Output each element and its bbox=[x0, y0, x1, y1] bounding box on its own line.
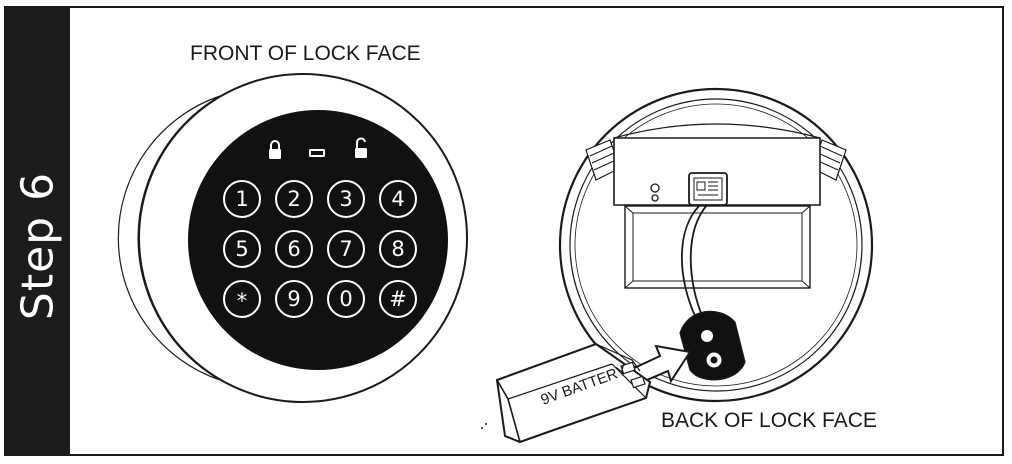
keypad-key[interactable]: 1 bbox=[223, 180, 261, 218]
diagram-frame bbox=[4, 6, 1004, 456]
keypad-key[interactable]: 9 bbox=[275, 280, 313, 318]
keypad-key[interactable]: * bbox=[223, 280, 261, 318]
keypad-key[interactable]: 6 bbox=[275, 230, 313, 268]
keypad-key-label: 1 bbox=[235, 187, 248, 211]
connector-chip bbox=[688, 172, 728, 206]
keypad-key-label: 7 bbox=[339, 237, 352, 261]
step-sidebar bbox=[6, 8, 70, 454]
keypad-key[interactable]: 8 bbox=[379, 230, 417, 268]
screw-hole bbox=[650, 183, 660, 193]
back-lock-face: 9V BATTERY bbox=[495, 87, 874, 444]
keypad-key-label: # bbox=[389, 287, 407, 311]
locked-padlock-icon bbox=[269, 140, 281, 159]
keypad-key-label: 8 bbox=[391, 237, 404, 261]
keypad-key-label: 4 bbox=[391, 187, 404, 211]
keypad: 1 2 3 4 5 6 7 8 * 9 0 # bbox=[223, 180, 417, 318]
keypad-key[interactable]: 5 bbox=[223, 230, 261, 268]
keypad-key-label: 6 bbox=[287, 237, 300, 261]
unlocked-padlock-icon bbox=[355, 137, 367, 158]
keypad-key-label: 2 bbox=[287, 187, 300, 211]
battery-indicator-icon bbox=[309, 149, 325, 157]
back-caption: BACK OF LOCK FACE bbox=[661, 409, 877, 432]
keypad-key[interactable]: # bbox=[379, 280, 417, 318]
9v-battery: 9V BATTERY bbox=[495, 342, 652, 444]
keypad-key[interactable]: 0 bbox=[327, 280, 365, 318]
front-lock-face: 1 2 3 4 5 6 7 8 * 9 0 # bbox=[117, 73, 468, 403]
front-caption: FRONT OF LOCK FACE bbox=[190, 42, 421, 65]
screw-hole bbox=[651, 194, 659, 202]
keypad-key-label: 9 bbox=[287, 287, 300, 311]
keypad-key-label: 3 bbox=[339, 187, 352, 211]
keypad-key-label: 5 bbox=[235, 237, 248, 261]
keypad-key[interactable]: 4 bbox=[379, 180, 417, 218]
keypad-key[interactable]: 2 bbox=[275, 180, 313, 218]
keypad-key[interactable]: 3 bbox=[327, 180, 365, 218]
keypad-key-label: 0 bbox=[339, 287, 352, 311]
battery-snap-connector bbox=[679, 310, 746, 381]
keypad-disc bbox=[188, 110, 448, 370]
keypad-key-label: * bbox=[237, 289, 248, 313]
keypad-key[interactable]: 7 bbox=[327, 230, 365, 268]
